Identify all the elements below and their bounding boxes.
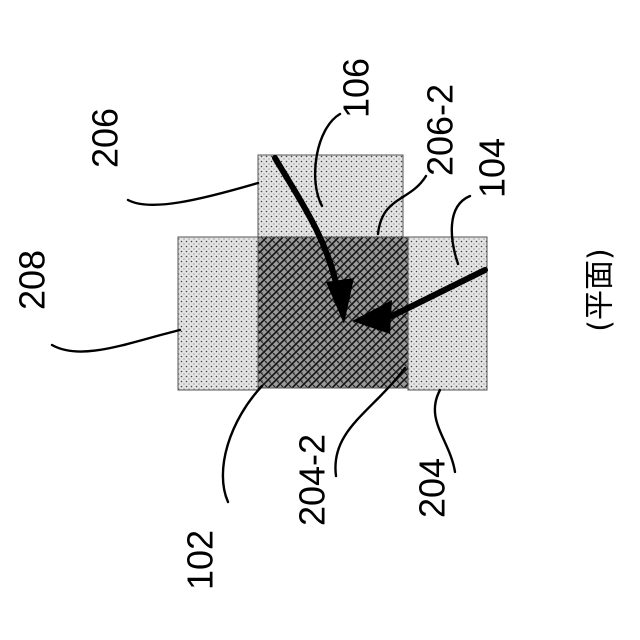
leader-206 [128, 183, 258, 205]
region-208 [178, 237, 258, 390]
leader-102 [223, 386, 262, 502]
label-206-2: 206-2 [420, 84, 461, 176]
region-204 [408, 237, 487, 390]
label-104: 104 [472, 138, 513, 198]
label-204: 204 [412, 458, 453, 518]
label-view-plan: (平面) [583, 248, 618, 331]
label-106: 106 [336, 58, 377, 118]
label-204-2: 204-2 [292, 434, 333, 526]
label-206: 206 [85, 108, 126, 168]
leader-208 [52, 330, 180, 352]
label-102: 102 [180, 530, 221, 590]
label-208: 208 [12, 250, 53, 310]
